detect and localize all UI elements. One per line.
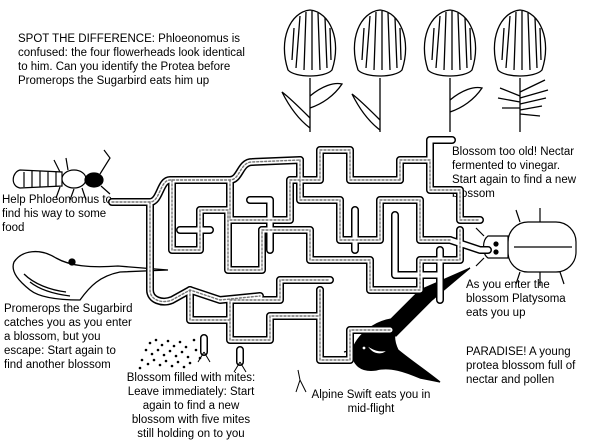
alpine-swift-icon [343, 267, 471, 383]
paradise-text: PARADISE! A young protea blossom full of… [466, 346, 576, 386]
flowerhead-icon [281, 9, 344, 132]
flowerhead-icon [351, 9, 407, 132]
sugarbird-icon [12, 251, 169, 301]
sugarbird-text: Promerops the Sugarbird catches you as y… [4, 303, 133, 371]
mites-text: Blossom filled with mites: Leave immedia… [126, 372, 256, 440]
intro-text: SPOT THE DIFFERENCE: Phloeonomus is conf… [18, 33, 245, 87]
maze-paths [108, 136, 492, 366]
maze-roots [197, 351, 307, 393]
intro-title: SPOT THE DIFFERENCE: [18, 33, 155, 45]
flowerhead-icon [423, 9, 484, 132]
platysoma-text: As you enter the blossom Platysoma eats … [466, 279, 566, 319]
mites-icon [138, 338, 202, 370]
beetle-icon [12, 149, 111, 201]
platysoma-beetle-icon [475, 208, 577, 286]
swift-text: Alpine Swift eats you in mid-flight [311, 389, 431, 415]
flowerhead-icon [493, 9, 549, 132]
